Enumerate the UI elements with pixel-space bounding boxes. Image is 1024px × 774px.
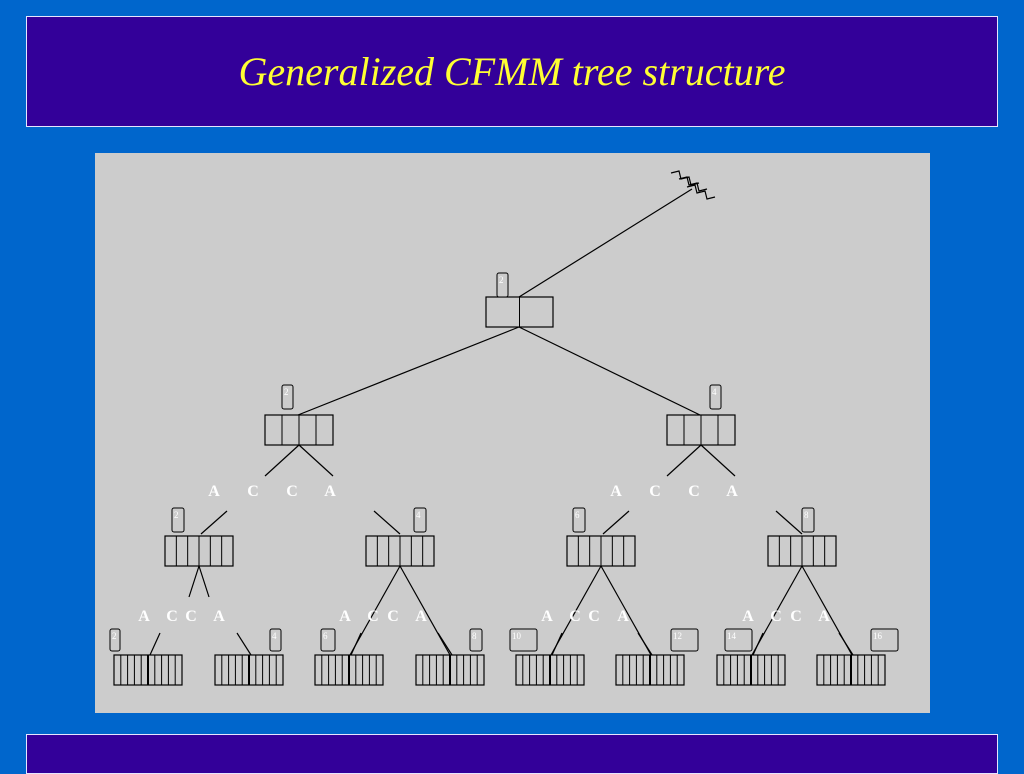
slide-title: Generalized CFMM tree structure xyxy=(238,49,786,94)
level2-sublabels-0-3: A xyxy=(213,608,225,625)
level1-sublabels-1-3: A xyxy=(726,483,738,500)
level1-node-0 xyxy=(264,414,334,446)
level2-node-label-1-text: 4 xyxy=(416,510,421,520)
level3-node-4 xyxy=(515,654,585,686)
level3-node-label-5-box xyxy=(670,628,699,652)
level3-edge-in-2 xyxy=(350,632,362,656)
level1-sublabels-1-1: C xyxy=(649,483,661,500)
level2-node-0 xyxy=(164,535,234,567)
level2-edge-right-0 xyxy=(198,565,210,598)
level3-node-5 xyxy=(615,654,685,686)
level2-node-label-2-text: 6 xyxy=(575,510,580,520)
level3-node-1 xyxy=(214,654,284,686)
level2-sublabels-3-1: C xyxy=(770,608,782,625)
level2-edge-in-3 xyxy=(775,510,803,535)
level1-edge-right-1 xyxy=(700,444,736,477)
level2-sublabels-3-2: C xyxy=(790,608,802,625)
level1-sublabels-0-3: A xyxy=(324,483,336,500)
level2-sublabels-3-3: A xyxy=(818,608,830,625)
level2-sublabels-2-0: A xyxy=(541,608,553,625)
level2-sublabels-1-1: C xyxy=(367,608,379,625)
level3-node-7 xyxy=(816,654,886,686)
root-node xyxy=(485,296,554,328)
level1-node-label-0-box xyxy=(281,384,294,410)
level3-node-label-7-box xyxy=(870,628,899,652)
level2-sublabels-0-2: C xyxy=(185,608,197,625)
level3-node-6 xyxy=(716,654,786,686)
level2-sublabels-0-0: A xyxy=(138,608,150,625)
level3-node-label-2-box xyxy=(320,628,336,652)
level2-node-label-0-text: 2 xyxy=(174,510,179,520)
level2-sublabels-2-2: C xyxy=(588,608,600,625)
level3-edge-in-3 xyxy=(437,632,453,656)
level3-edge-in-4 xyxy=(551,632,563,656)
level1-edge-left-0 xyxy=(264,444,300,477)
level3-node-label-1-box xyxy=(269,628,282,652)
level1-node-label-0-text: 2 xyxy=(284,387,289,397)
level2-node-2 xyxy=(566,535,636,567)
title-box: Generalized CFMM tree structure xyxy=(26,16,998,127)
level3-edge-in-7 xyxy=(838,632,854,656)
level3-node-label-3-text: 8 xyxy=(472,631,477,641)
level2-node-3 xyxy=(767,535,837,567)
level1-sublabels-0-2: C xyxy=(286,483,298,500)
level3-node-label-6-box xyxy=(724,628,753,652)
level3-edge-in-6 xyxy=(752,632,764,656)
level3-node-0 xyxy=(113,654,183,686)
level1-node-1 xyxy=(666,414,736,446)
level3-node-label-6-text: 14 xyxy=(727,631,737,641)
level2-sublabels-1-0: A xyxy=(339,608,351,625)
level3-edge-in-0 xyxy=(149,632,161,656)
level3-node-label-0-text: 2 xyxy=(112,631,117,641)
level2-sublabels-1-2: C xyxy=(387,608,399,625)
level2-node-label-0-box xyxy=(171,507,185,533)
level2-node-1 xyxy=(365,535,435,567)
lightning-line-3 xyxy=(686,184,716,200)
level2-node-label-3-text: 8 xyxy=(804,510,809,520)
level3-node-2 xyxy=(314,654,384,686)
level2-node-label-3-box xyxy=(801,507,815,533)
root-edge-left xyxy=(297,326,520,416)
root-edge-source xyxy=(518,188,693,298)
level1-sublabels-1-0: A xyxy=(610,483,622,500)
bottom-bar xyxy=(26,734,998,774)
level2-sublabels-2-1: C xyxy=(569,608,581,625)
level2-edge-in-2 xyxy=(602,510,630,535)
level3-edge-in-1 xyxy=(236,632,252,656)
level2-node-label-1-box xyxy=(413,507,427,533)
root-node-label-box xyxy=(496,272,509,298)
level2-node-label-2-box xyxy=(572,507,586,533)
level3-node-label-3-box xyxy=(469,628,483,652)
level3-node-label-4-text: 10 xyxy=(512,631,522,641)
level2-edge-right-1 xyxy=(399,565,451,656)
level1-node-label-1-text: 4 xyxy=(712,387,717,397)
level1-sublabels-0-0: A xyxy=(208,483,220,500)
level3-node-3 xyxy=(415,654,485,686)
level3-node-label-1-text: 4 xyxy=(272,631,277,641)
level2-sublabels-0-1: C xyxy=(166,608,178,625)
root-edge-right xyxy=(518,326,701,416)
level2-edge-in-0 xyxy=(200,510,228,535)
level2-edge-in-1 xyxy=(373,510,401,535)
level2-sublabels-1-3: A xyxy=(415,608,427,625)
level3-edge-in-5 xyxy=(637,632,653,656)
root-node-label-text: 2 xyxy=(499,275,504,285)
level2-sublabels-2-3: A xyxy=(617,608,629,625)
level1-node-label-1-box xyxy=(709,384,722,410)
level3-node-label-4-box xyxy=(509,628,538,652)
lightning-line-2 xyxy=(678,176,708,192)
level2-edge-left-0 xyxy=(188,565,200,598)
level3-node-label-5-text: 12 xyxy=(673,631,682,641)
level3-node-label-2-text: 6 xyxy=(323,631,328,641)
level1-sublabels-1-2: C xyxy=(688,483,700,500)
level3-node-label-0-box xyxy=(109,628,121,652)
level1-sublabels-0-1: C xyxy=(247,483,259,500)
level2-sublabels-3-0: A xyxy=(742,608,754,625)
level3-node-label-7-text: 16 xyxy=(873,631,883,641)
level1-edge-right-0 xyxy=(298,444,334,477)
level1-edge-left-1 xyxy=(666,444,702,477)
